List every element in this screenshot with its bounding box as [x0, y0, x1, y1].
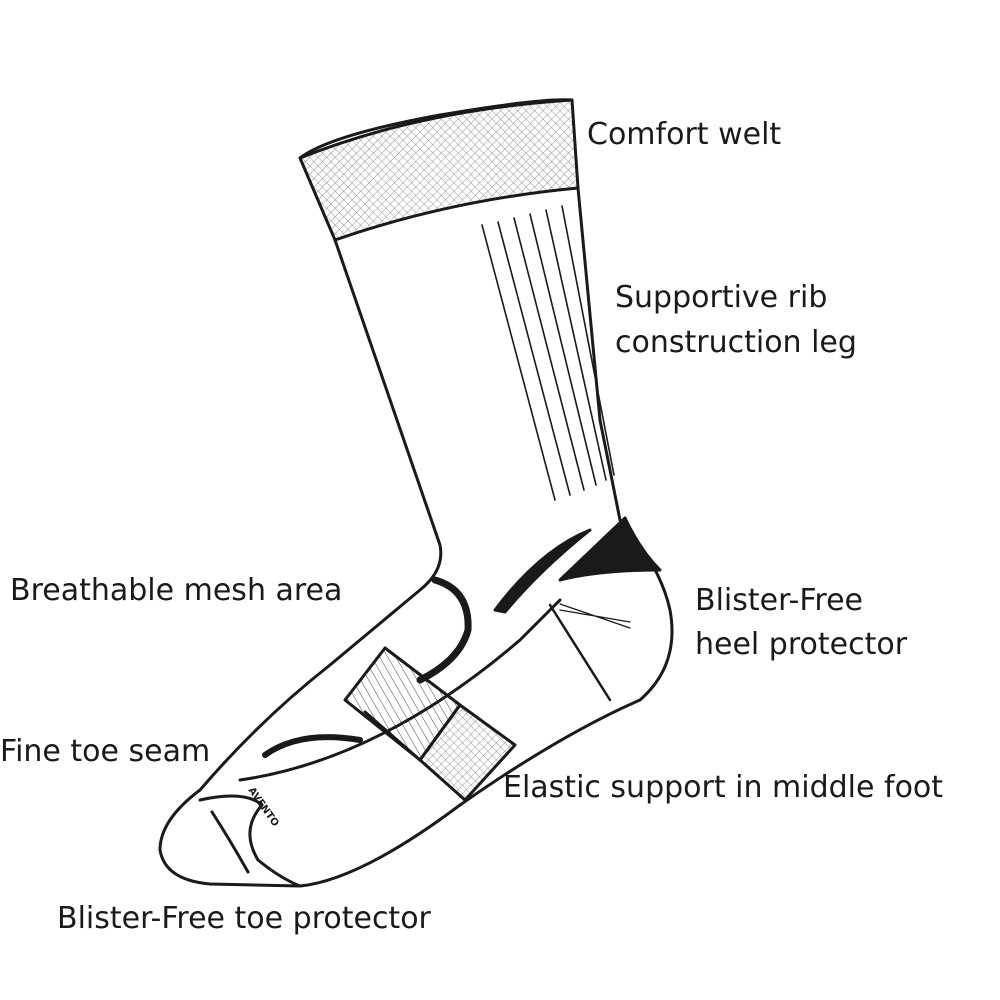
- sock-outline: [158, 186, 674, 888]
- sole-line: [238, 598, 562, 782]
- label-comfort-welt: Comfort welt: [587, 117, 782, 152]
- heel-protector-line: [548, 603, 612, 702]
- welt-top-opening: [298, 98, 574, 160]
- mesh-area-arc: [416, 576, 472, 684]
- label-toe-seam: Fine toe seam: [0, 734, 211, 769]
- label-heel-line1: Blister-Free: [695, 583, 864, 618]
- rib-lines: [481, 205, 615, 501]
- comfort-welt-band: [298, 98, 580, 242]
- label-mesh: Breathable mesh area: [10, 573, 343, 608]
- heel-chevrons: [559, 603, 631, 629]
- label-rib-line1: Supportive rib: [615, 280, 828, 315]
- elastic-band-mesh: [418, 703, 517, 802]
- heel-slash: [493, 528, 592, 614]
- label-rib-line2: construction leg: [615, 325, 857, 360]
- label-heel-line2: heel protector: [695, 627, 908, 662]
- toe-seam: [262, 734, 363, 758]
- label-elastic-support: Elastic support in middle foot: [503, 770, 944, 805]
- toe-protector: [198, 794, 302, 888]
- label-toe-protector: Blister-Free toe protector: [57, 901, 431, 936]
- heel-band: [558, 516, 662, 582]
